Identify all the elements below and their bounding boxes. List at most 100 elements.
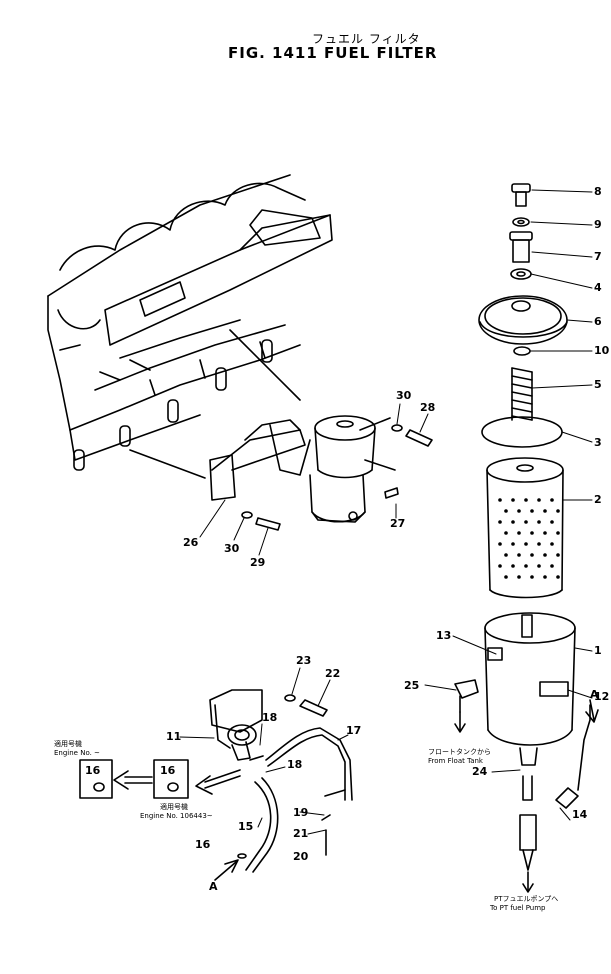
callout-11: 11 bbox=[166, 730, 182, 743]
element-perforations bbox=[498, 498, 560, 579]
note-applicable-jp-2: 適用号機 bbox=[160, 803, 188, 811]
callout-18-lower: 18 bbox=[287, 758, 303, 771]
perforation-dot bbox=[504, 509, 508, 513]
perforation-dot bbox=[498, 564, 502, 568]
note-from-tank-jp: フロートタンクから bbox=[428, 748, 491, 756]
callout-13: 13 bbox=[436, 629, 452, 642]
inset-box-old bbox=[79, 759, 113, 799]
perforation-dot bbox=[504, 553, 508, 557]
perforation-dot bbox=[511, 498, 515, 502]
callout-16-inset-new: 16 bbox=[160, 764, 176, 777]
leader-lines bbox=[179, 189, 593, 835]
perforation-dot bbox=[543, 553, 547, 557]
fittings bbox=[454, 679, 591, 871]
callout-1: 1 bbox=[594, 644, 602, 657]
callout-3: 3 bbox=[594, 436, 602, 449]
callout-28: 28 bbox=[420, 401, 436, 414]
perforation-dot bbox=[498, 520, 502, 524]
note-engine-2: Engine No. 106443~ bbox=[140, 812, 213, 820]
perforation-dot bbox=[517, 553, 521, 557]
callout-2: 2 bbox=[594, 493, 602, 506]
perforation-dot bbox=[524, 498, 528, 502]
perforation-dot bbox=[556, 531, 560, 535]
perforation-dot bbox=[511, 564, 515, 568]
perforation-dot bbox=[530, 531, 534, 535]
perforation-dot bbox=[530, 509, 534, 513]
callout-6: 6 bbox=[594, 315, 602, 328]
callout-25: 25 bbox=[404, 679, 420, 692]
perforation-dot bbox=[524, 542, 528, 546]
callout-24: 24 bbox=[472, 765, 488, 778]
note-to-pump-en: To PT fuel Pump bbox=[490, 904, 546, 912]
perforation-dot bbox=[504, 575, 508, 579]
arrow-a-right bbox=[585, 699, 599, 723]
callout-10: 10 bbox=[594, 344, 610, 357]
callout-22: 22 bbox=[325, 667, 341, 680]
note-to-pump-jp: PTフュエルポンプへ bbox=[494, 895, 559, 903]
callout-9: 9 bbox=[594, 218, 602, 231]
perforation-dot bbox=[517, 531, 521, 535]
callout-30-upper: 30 bbox=[396, 389, 412, 402]
callout-16-inset-old: 16 bbox=[85, 764, 101, 777]
perforation-dot bbox=[550, 564, 554, 568]
note-applicable-jp-1: 適用号機 bbox=[54, 740, 82, 748]
perforation-dot bbox=[543, 509, 547, 513]
perforation-dot bbox=[498, 542, 502, 546]
perforation-dot bbox=[556, 509, 560, 513]
perforation-dot bbox=[537, 520, 541, 524]
callout-26: 26 bbox=[183, 536, 199, 549]
flow-arrow-to-pump bbox=[522, 871, 534, 893]
callout-5: 5 bbox=[594, 378, 602, 391]
inset-box-new bbox=[153, 759, 189, 799]
perforation-dot bbox=[550, 542, 554, 546]
perforation-dot bbox=[537, 498, 541, 502]
perforation-dot bbox=[556, 575, 560, 579]
perforation-dot bbox=[537, 564, 541, 568]
title-japanese: フュエル フィルタ bbox=[312, 32, 421, 46]
callout-a-right: A bbox=[590, 688, 599, 701]
direction-arrow-small bbox=[113, 770, 153, 790]
perforation-dot bbox=[530, 575, 534, 579]
perforation-dot bbox=[537, 542, 541, 546]
callout-27: 27 bbox=[390, 517, 406, 530]
callout-4: 4 bbox=[594, 281, 602, 294]
callout-12: 12 bbox=[594, 690, 610, 703]
note-from-tank-en: From Float Tank bbox=[428, 757, 483, 765]
callout-7: 7 bbox=[594, 250, 602, 263]
perforation-dot bbox=[550, 520, 554, 524]
perforation-dot bbox=[524, 564, 528, 568]
callout-18-upper: 18 bbox=[262, 711, 278, 724]
callout-16: 16 bbox=[195, 838, 211, 851]
callout-29: 29 bbox=[250, 556, 266, 569]
filter-exploded-stack bbox=[478, 183, 576, 766]
callout-17: 17 bbox=[346, 724, 362, 737]
perforation-dot bbox=[530, 553, 534, 557]
perforation-dot bbox=[543, 575, 547, 579]
arrow-a-lower-left bbox=[214, 859, 239, 881]
filter-head-and-lines bbox=[209, 689, 353, 873]
note-engine-1: Engine No. ~ bbox=[54, 749, 100, 757]
figure-title: FIG. 1411 FUEL FILTER bbox=[228, 44, 438, 62]
perforation-dot bbox=[517, 509, 521, 513]
direction-arrow-large bbox=[195, 769, 241, 795]
perforation-dot bbox=[524, 520, 528, 524]
perforation-dot bbox=[556, 553, 560, 557]
perforation-dot bbox=[504, 531, 508, 535]
callout-15: 15 bbox=[238, 820, 254, 833]
perforation-dot bbox=[543, 531, 547, 535]
callout-21: 21 bbox=[293, 827, 309, 840]
engine-filter-bolts bbox=[241, 424, 433, 531]
perforation-dot bbox=[550, 498, 554, 502]
perforation-dot bbox=[517, 575, 521, 579]
perforation-dot bbox=[511, 542, 515, 546]
perforation-dot bbox=[511, 520, 515, 524]
callout-30-lower: 30 bbox=[224, 542, 240, 555]
callout-23: 23 bbox=[296, 654, 312, 667]
callout-8: 8 bbox=[594, 185, 602, 198]
callout-20: 20 bbox=[293, 850, 309, 863]
engine-manifold bbox=[47, 174, 333, 479]
perforation-dot bbox=[498, 498, 502, 502]
flow-arrow-from-tank bbox=[454, 711, 466, 733]
